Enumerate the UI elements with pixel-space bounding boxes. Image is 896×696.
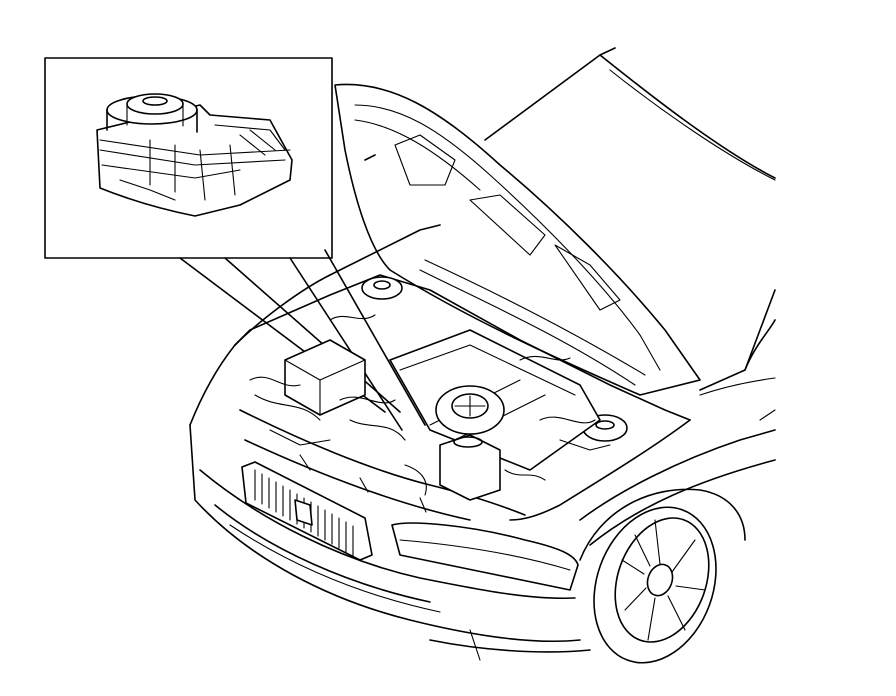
windshield (484, 47, 776, 391)
front-wheel (579, 488, 746, 664)
engine-compartment (234, 274, 691, 521)
front-grille (241, 461, 373, 561)
open-hood (334, 83, 701, 396)
expansion-tank-detail (96, 93, 293, 217)
